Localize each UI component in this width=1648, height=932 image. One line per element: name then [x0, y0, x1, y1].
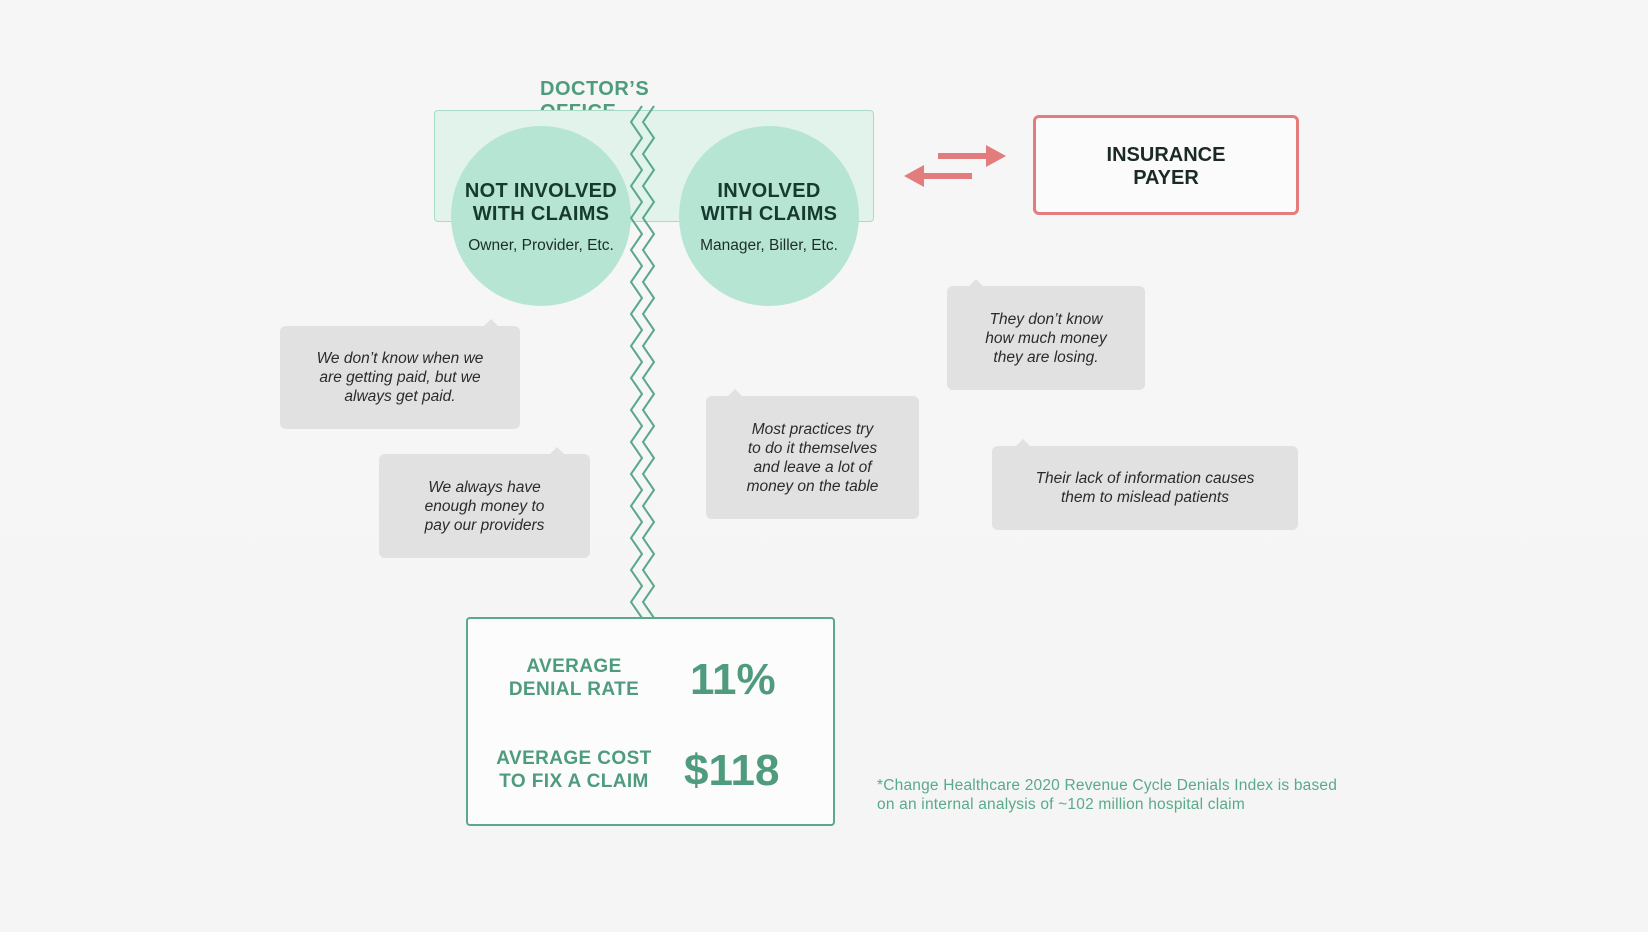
denial-rate-label: AVERAGE DENIAL RATE	[508, 656, 640, 700]
involved-subtitle: Manager, Biller, Etc.	[700, 237, 838, 254]
zigzag-line-right	[641, 105, 656, 619]
zigzag-divider	[629, 105, 656, 619]
involved-title: INVOLVED WITH CLAIMS	[700, 180, 838, 225]
quote-bubble-paid: We don’t know when we are getting paid, …	[280, 319, 520, 429]
zigzag-line-left	[629, 105, 644, 619]
quote-bubble-providers: We always have enough money to pay our p…	[379, 447, 590, 558]
exchange-arrows-icon	[904, 145, 1006, 187]
not-involved-subtitle: Owner, Provider, Etc.	[468, 237, 614, 254]
insurance-payer-box: INSURANCE PAYER	[1033, 115, 1299, 215]
involved-circle: INVOLVED WITH CLAIMS Manager, Biller, Et…	[679, 126, 859, 306]
quote-bubble-losing: They don’t know how much money they are …	[947, 279, 1145, 390]
fix-cost-label: AVERAGE COST TO FIX A CLAIM	[496, 748, 652, 792]
denial-rate-value: 11%	[690, 655, 776, 704]
footnote: *Change Healthcare 2020 Revenue Cycle De…	[877, 777, 1338, 813]
not-involved-title: NOT INVOLVED WITH CLAIMS	[464, 180, 618, 225]
quote-bubble-practices: Most practices try to do it themselves a…	[706, 389, 919, 519]
stats-box: AVERAGE DENIAL RATE 11% AVERAGE COST TO …	[466, 617, 835, 826]
fix-cost-value: $118	[684, 746, 780, 795]
quote-bubble-mislead: Their lack of information causes them to…	[992, 439, 1298, 530]
not-involved-circle: NOT INVOLVED WITH CLAIMS Owner, Provider…	[451, 126, 631, 306]
